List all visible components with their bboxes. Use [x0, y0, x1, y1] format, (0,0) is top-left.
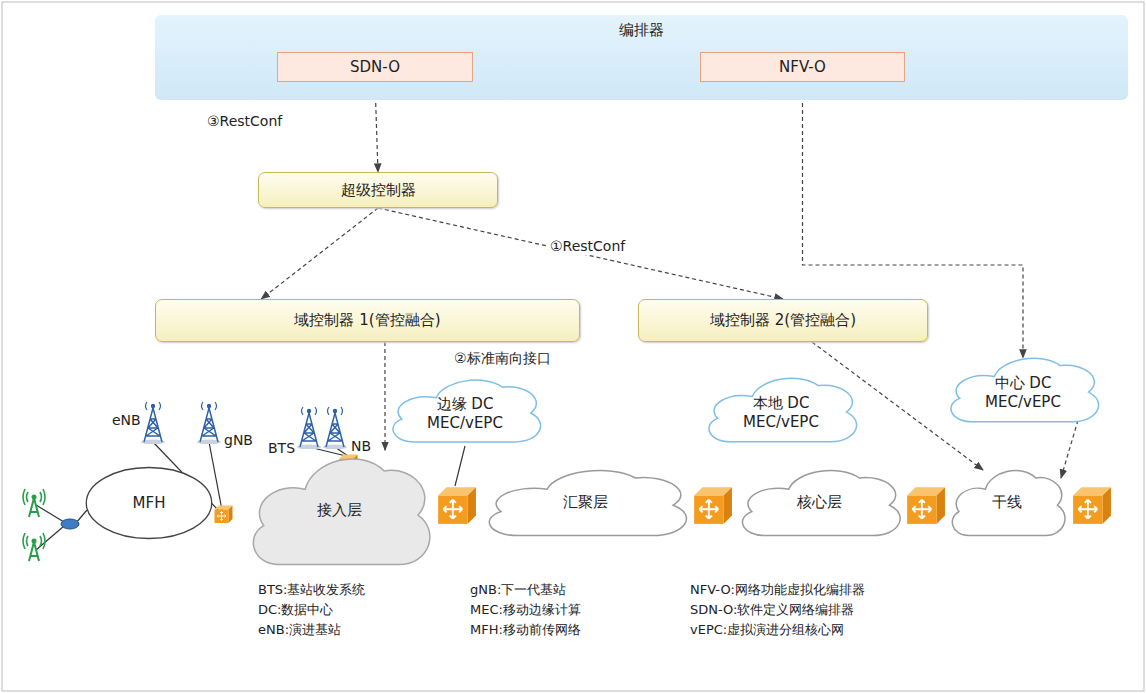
- node-label: 接入层: [317, 501, 362, 520]
- interface-label: ②标准南向接口: [452, 350, 553, 367]
- abbreviation-note: DC:数据中心: [258, 602, 333, 618]
- ellipse-shape: [86, 467, 211, 538]
- tower-icon: [141, 402, 165, 445]
- abbreviation-note: SDN-O:软件定义网络编排器: [690, 602, 854, 618]
- dc-cloud: 边缘 DC MEC/vEPC: [386, 372, 543, 448]
- abbreviation-note: eNB:演进基站: [258, 622, 341, 638]
- cloud-shape: [709, 378, 857, 441]
- router-icon: [907, 487, 945, 524]
- node-label: 本地 DC MEC/vEPC: [735, 394, 827, 432]
- node-label: NFV-O: [779, 58, 826, 77]
- station-label: gNB: [224, 432, 253, 449]
- cloud-shape: [951, 358, 1099, 421]
- node-label: 中心 DC MEC/vEPC: [977, 374, 1069, 412]
- network-ellipse: MFH: [85, 466, 213, 540]
- node-label: SDN-O: [350, 58, 400, 77]
- tower-icon: [323, 407, 347, 450]
- tower-icon: [197, 402, 221, 445]
- node-label: MFH: [133, 494, 166, 513]
- network-cloud: 接入层: [245, 445, 433, 575]
- router-icon: [694, 487, 732, 524]
- abbreviation-note: vEPC:虚拟演进分组核心网: [690, 622, 844, 638]
- dashed-arrow: [378, 208, 783, 299]
- orchestrator-band: 编排器 SDN-O NFV-O: [155, 15, 1128, 100]
- controller-box: 超级控制器: [258, 172, 498, 208]
- orchestrator-box: NFV-O: [700, 52, 905, 82]
- node-label: 汇聚层: [563, 493, 608, 512]
- abbreviation-note: MEC:移动边缘计算: [470, 602, 581, 618]
- band-title: 编排器: [619, 21, 664, 40]
- cloud-shape: [742, 471, 900, 536]
- network-cloud: 核心层: [735, 462, 903, 542]
- tower-icon: [297, 407, 321, 450]
- node-label: 超级控制器: [341, 181, 416, 200]
- network-cloud: 汇聚层: [480, 462, 690, 542]
- node-label: 核心层: [797, 493, 842, 512]
- antenna-icon: [23, 533, 45, 561]
- station-label: NB: [351, 438, 371, 455]
- dashed-arrow: [384, 342, 385, 450]
- interface-label: ①RestConf: [548, 238, 627, 255]
- node-label: 域控制器 2(管控融合): [710, 311, 856, 330]
- node-label: 域控制器 1(管控融合): [294, 311, 440, 330]
- cloud-shape: [489, 471, 686, 536]
- router-icon: [215, 506, 233, 524]
- antenna-icon: [23, 489, 45, 517]
- cloud-shape: [952, 471, 1065, 536]
- station-label: eNB: [112, 412, 141, 429]
- controller-box: 域控制器 1(管控融合): [155, 299, 580, 342]
- node-label: 边缘 DC MEC/vEPC: [419, 395, 511, 433]
- cloud-shape: [393, 380, 541, 442]
- network-cloud: 干线: [947, 462, 1067, 542]
- dc-cloud: 中心 DC MEC/vEPC: [944, 350, 1101, 428]
- node-label: 干线: [992, 493, 1022, 512]
- dashed-arrow: [1061, 420, 1078, 478]
- abbreviation-note: BTS:基站收发系统: [258, 582, 366, 598]
- small-router: [61, 519, 79, 529]
- cloud-shape: [253, 459, 430, 565]
- dc-cloud: 本地 DC MEC/vEPC: [702, 370, 859, 448]
- router-icon: [1073, 487, 1111, 524]
- interface-label: ③RestConf: [205, 113, 284, 130]
- station-label: BTS: [268, 440, 295, 457]
- controller-box: 域控制器 2(管控融合): [638, 299, 928, 342]
- abbreviation-note: gNB:下一代基站: [470, 582, 566, 598]
- dashed-arrow: [261, 208, 378, 299]
- router-icon: [438, 487, 476, 524]
- orchestrator-box: SDN-O: [277, 52, 473, 82]
- abbreviation-note: NFV-O:网络功能虚拟化编排器: [690, 582, 865, 598]
- abbreviation-note: MFH:移动前传网络: [470, 622, 581, 638]
